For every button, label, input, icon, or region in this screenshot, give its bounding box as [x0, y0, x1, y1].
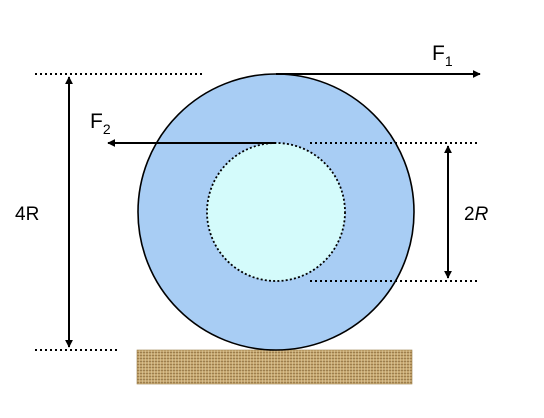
inner-dimension-variable: R — [475, 204, 489, 225]
outer-dimension-label: 4R — [15, 204, 39, 225]
force-f2-label: F2 — [90, 110, 111, 137]
force-f2-symbol: F — [90, 110, 103, 133]
inner-disc — [206, 142, 346, 282]
force-f1-label: F1 — [432, 42, 453, 69]
inner-dimension-number: 2 — [464, 204, 475, 225]
force-f1-symbol: F — [432, 42, 445, 65]
force-f1-subscript: 1 — [445, 53, 453, 69]
ground-surface — [136, 349, 413, 385]
force-f2-subscript: 2 — [103, 121, 111, 137]
inner-dimension-label: 2R — [464, 204, 489, 225]
